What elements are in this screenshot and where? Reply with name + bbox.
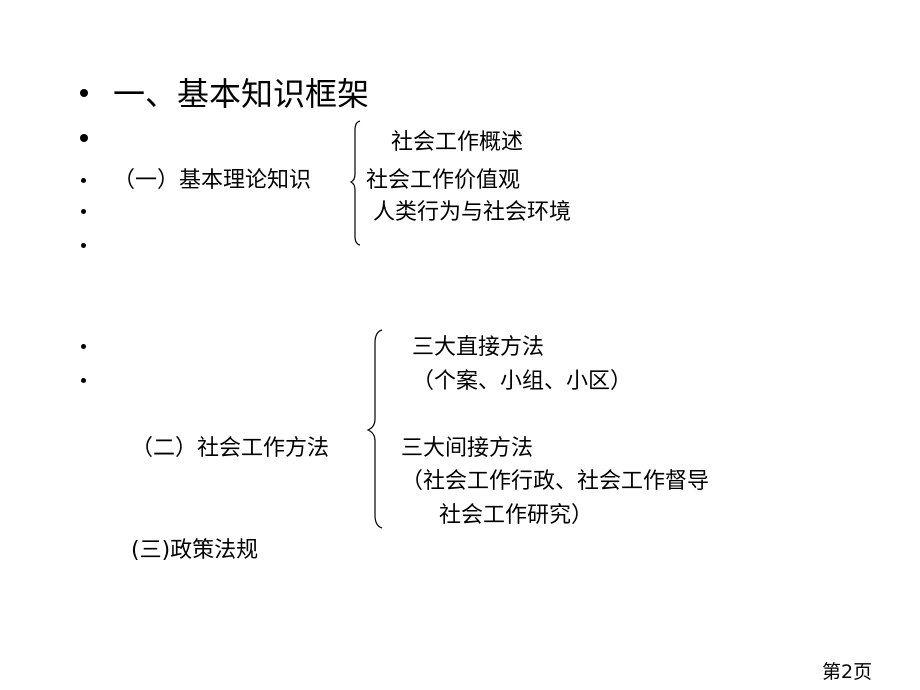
bullet [80, 134, 88, 142]
bullet [81, 209, 86, 214]
direct-methods-detail: （个案、小组、小区） [412, 369, 633, 394]
bullet [81, 178, 86, 183]
brace-icon [366, 329, 383, 529]
section1-item: 人类行为与社会环境 [373, 200, 572, 225]
direct-methods-title: 三大直接方法 [412, 335, 545, 360]
bullet [81, 243, 86, 248]
section1-item: 社会工作价值观 [366, 168, 521, 193]
slide-title: 一、基本知识框架 [113, 75, 370, 113]
bullet [81, 344, 86, 349]
indirect-methods-detail: 社会工作研究） [439, 503, 594, 528]
section2-label: （二）社会工作方法 [131, 436, 330, 461]
section1-item: 社会工作概述 [391, 130, 524, 155]
brace-icon [349, 120, 361, 246]
bullet [80, 89, 88, 97]
section3-label: (三)政策法规 [131, 538, 259, 563]
bullet [81, 378, 86, 383]
section1-label: （一）基本理论知识 [113, 168, 312, 193]
indirect-methods-detail: （社会工作行政、社会工作督导 [401, 469, 710, 494]
page-number: 第2页 [822, 661, 873, 683]
indirect-methods-title: 三大间接方法 [401, 436, 534, 461]
